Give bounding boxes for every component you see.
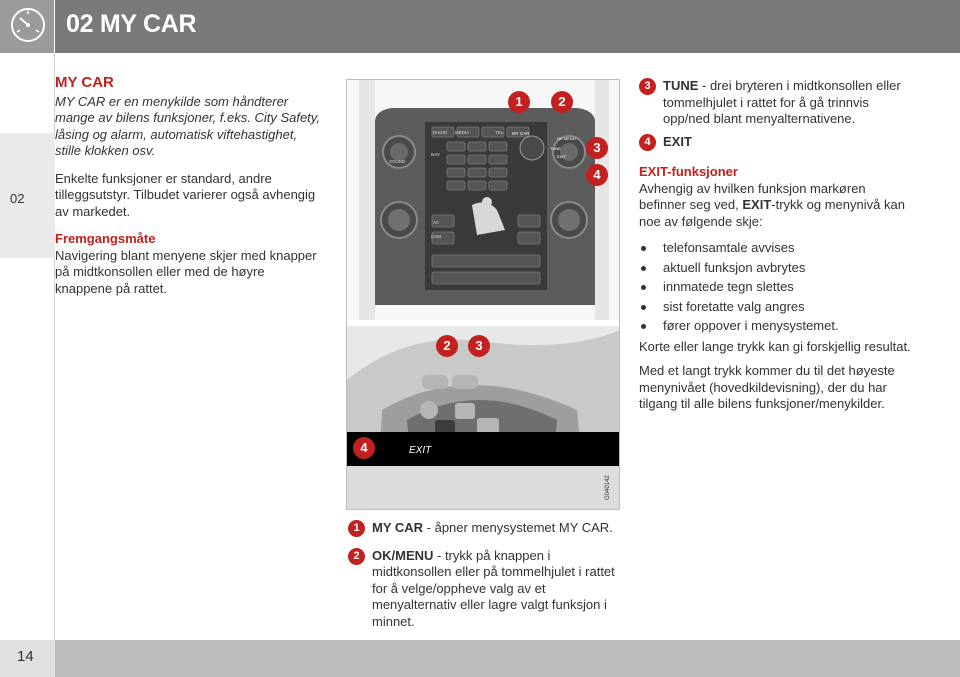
procedure-text: Navigering blant menyene skjer med knapp… [55,247,317,296]
media-label: MEDIA [455,130,469,135]
exit-callout: 4 [353,437,375,459]
bullet-item: telefonsamtale avvises [639,240,914,257]
legend-num-4: 4 [639,133,656,151]
radio-label: RADIO [433,130,448,135]
exit-intro: Avhengig av hvilken funksjon markøren be… [639,181,914,231]
callout-1: 1 [508,91,530,113]
legend-bold-1: MY CAR [372,520,424,535]
left-column: MY CAR MY CAR er en menykilde som håndte… [55,74,325,308]
page-title: 02 MY CAR [66,10,197,38]
legend-bold-3: TUNE [663,78,699,93]
sound-label: SOUND [389,159,406,164]
legend-item-3: 3 TUNE - drei bryteren i midtkonsollen e… [639,78,914,128]
exit-strip-label: EXIT [409,445,432,456]
sidebar: 02 [0,53,55,642]
page-footer: 14 [0,640,960,677]
legend-item-4: 4 EXIT [639,133,914,151]
tune-label: TUNE [550,146,561,151]
callout-3: 3 [586,137,608,159]
bullet-item: sist foretatte valg angres [639,299,914,316]
legend-bold-4: EXIT [663,133,692,149]
legend-num-1: 1 [348,520,365,537]
legend-text-3: - drei bryteren i midtkonsollen eller to… [663,78,901,126]
callout-2: 2 [551,91,573,113]
callout-4: 4 [586,164,608,186]
section-heading: MY CAR [55,74,114,91]
legend-item-1: 1 MY CAR - åpner menysystemet MY CAR. [348,520,623,537]
press-note: Korte eller lange trykk kan gi forskjell… [639,338,911,354]
my-car-label: MY CAR [512,131,530,136]
bullet-item: fører oppover i menysystemet. [639,318,914,335]
figure-legend: 1 MY CAR - åpner menysystemet MY CAR. 2 … [348,520,623,641]
tel-label: TEL [495,130,504,135]
header-icon-box [0,0,55,53]
intro-text: MY CAR er en menykilde som håndterer man… [55,93,320,159]
chapter-tab-label: 02 [10,191,25,206]
console-figure: RADIO MEDIA TEL MY CAR OK MENU TUNE EXIT… [346,79,620,510]
page-number-box: 14 [0,640,55,677]
bullet-item: innmatede tegn slettes [639,279,914,296]
exit-intro-part1: Avhengig av hvilken funksjon markøren be… [639,180,866,213]
exit-intro-part2: -trykk og menynivå kan noe av følgende s… [639,197,905,229]
page-header: 02 MY CAR [0,0,960,53]
speedometer-icon [11,8,45,42]
exit-bullet-list: telefonsamtale avvises aktuell funksjon … [639,240,914,335]
nav-label: NAV [431,152,440,157]
procedure-heading: Fremgangsmåte [55,231,156,246]
long-press-note: Med et langt trykk kommer du til det høy… [639,363,895,411]
right-column: 3 TUNE - drei bryteren i midtkonsollen e… [639,78,914,421]
page-number: 14 [17,648,34,665]
chapter-tab: 02 [0,133,55,258]
console-illustration: RADIO MEDIA TEL MY CAR OK MENU TUNE EXIT… [347,80,619,509]
exit-console-label: EXIT [557,154,566,159]
cam-label: CAM [431,234,441,239]
note-text: Enkelte funksjoner er standard, andre ti… [55,170,316,219]
legend-num-2: 2 [348,547,365,565]
legend-num-3: 3 [639,78,656,95]
bullet-item: aktuell funksjon avbrytes [639,260,914,277]
wheel-callout-3: 3 [468,335,490,357]
legend-text-2: - trykk på knappen i midtkonsollen eller… [372,547,615,629]
figure-code: G040142 [605,475,611,500]
legend-item-2: 2 OK/MENU - trykk på knappen i midtkonso… [348,547,623,631]
legend-text-1: - åpner menysystemet MY CAR. [423,520,613,535]
ok-menu-label: OK MENU [557,136,576,141]
legend-bold-2: OK/MENU [372,547,434,563]
exit-functions-heading: EXIT-funksjoner [639,164,738,179]
ac-label: AC [433,220,440,225]
wheel-callout-2: 2 [436,335,458,357]
exit-intro-bold: EXIT [742,197,772,212]
